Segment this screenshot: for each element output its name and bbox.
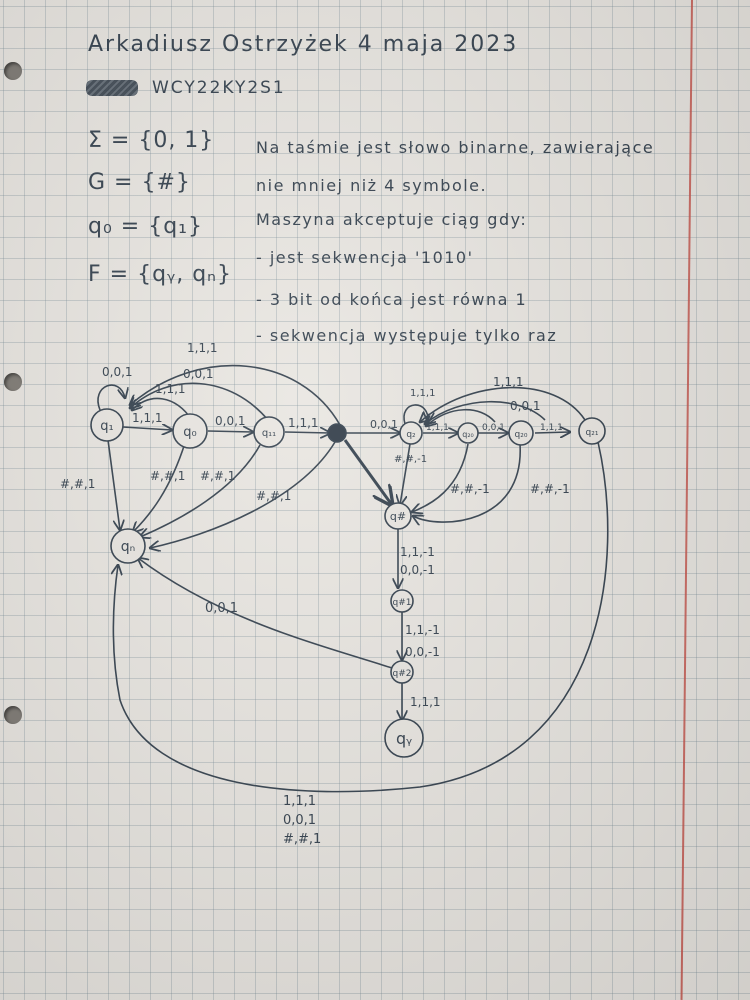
description-line-1: Na taśmie jest słowo binarne, zawierając… [256,138,655,157]
tl-qh2-qy: 1,1,1 [410,695,441,709]
transition-edges [97,364,609,793]
label-qn: qₙ [121,539,135,555]
state-qhash [384,502,412,530]
tl-q1-q0: 1,1,1 [132,411,163,425]
edge-q1-qn [107,439,120,530]
label-q1: q₁ [100,419,113,434]
state-names: q₁ q₀ q₁₁ q₂ q₂₀ q₂₀ q₂₁ q# q#1 q#2 qᵧ q… [100,419,599,748]
tl-qh-qh1-b: 0,0,-1 [400,563,435,577]
edge-q11-dark [284,432,330,433]
gamma-definition: G = {#} [88,170,191,195]
condition-3: - sekwencja występuje tylko raz [256,326,558,345]
edge-q1-loop [97,384,125,411]
tl-dark-qh: #,#,-1 [394,454,427,465]
tl-top2: 0,0,1 [183,367,214,381]
edge-q2a-q2 [426,408,496,426]
punch-hole-bottom [4,706,22,724]
edge-dark-qh [343,439,392,505]
state-q20 [457,422,479,444]
tl-top-back2: 0,0,1 [510,399,541,413]
state-qhash1 [390,589,414,613]
edge-q20-qh [412,443,469,512]
tl-q2-qh: #,#,-1 [450,482,490,496]
label-qhash1: q#1 [393,598,412,608]
label-q2: q₂ [406,430,416,440]
tl-q11-qn-b: #,#,1 [256,489,291,503]
tl-q2-loop: 1,1,1 [410,388,435,399]
label-qy: qᵧ [396,729,412,748]
edge-dark-qn [150,441,336,548]
edge-q2c-q2 [420,386,586,422]
edge-q0-q11 [207,431,253,432]
edge-q2a-q2b [534,432,570,433]
tl-qh1-qh2-a: 1,1,-1 [405,623,440,637]
state-q2c [578,417,606,445]
label-q2c: q₂₁ [586,428,599,438]
edge-q2-loop [403,404,428,425]
edge-q0-qn [133,442,186,532]
edge-qh2-qn [138,558,393,669]
tl-top-back1: 1,1,1 [493,375,524,389]
sigma-definition: Σ = {0, 1} [88,128,215,153]
edge-q2c-qn [113,441,609,793]
tl-big-loop-a: 1,1,1 [283,794,316,809]
tl-qh-qh1-a: 1,1,-1 [400,545,435,559]
state-circles [90,408,606,758]
edge-q2b-q2 [425,400,546,424]
scribbled-out-text [86,80,138,96]
edge-q2-qh [400,443,411,505]
tl-q1-qn: #,#,1 [60,477,95,491]
edge-q1-q0 [122,427,172,430]
group-code: WCY22KY2S1 [152,78,286,98]
label-q20: q₂₀ [462,430,474,439]
label-q0: q₀ [183,425,196,440]
tl-q0-qn: #,#,1 [150,469,185,483]
condition-2: - 3 bit od końca jest równa 1 [256,290,528,309]
tl-qh1-qh2-b: 0,0,-1 [405,645,440,659]
tl-big-loop-b: 0,0,1 [283,813,316,828]
state-q2a [508,420,534,446]
edge-q11-qn-a [140,444,261,537]
tl-qh2-qn: 0,0,1 [205,601,238,616]
state-qhash2 [390,660,414,684]
tl-top1: 1,1,1 [187,341,218,355]
tl-q1-loop: 0,0,1 [102,365,133,379]
state-q11 [253,416,285,448]
tl-q2-right2: 0,0,1 [482,423,505,433]
transition-labels: 0,0,1 1,1,1 0,0,1 1,1,1 1,1,1 0,0,1 1,1,… [60,341,570,847]
description-line-2: nie mniej niż 4 symbole. [256,176,488,195]
edge-dark-q1 [130,364,341,426]
state-qn [110,528,146,564]
edge-q11-q1 [130,382,269,421]
tl-top3: 1,1,1 [155,382,186,396]
description-line-3: Maszyna akceptuje ciąg gdy: [256,210,528,229]
state-dark [327,423,347,443]
label-q2a: q₂₀ [515,430,528,440]
initial-state-definition: q₀ = {q₁} [88,214,203,239]
edge-q2a-qh [413,443,521,522]
tl-q2-right3: 1,1,1 [540,423,563,433]
label-qhash2: q#2 [393,669,412,679]
author-date: Arkadiusz Ostrzyżek 4 maja 2023 [88,32,519,57]
tl-dark-q2: 0,0,1 [370,418,398,431]
label-q11: q₁₁ [262,428,276,439]
tl-q11-dark: 1,1,1 [288,416,319,430]
label-qhash: q# [390,510,406,523]
state-q1 [90,408,124,442]
punch-hole-middle [4,373,22,391]
state-q0 [172,413,208,449]
tl-q11-qn-a: #,#,1 [200,469,235,483]
tl-far-qh: #,#,-1 [530,482,570,496]
state-qy [384,718,424,758]
tl-q2-right1: 1,1,1 [426,423,449,433]
condition-1: - jest sekwencja '1010' [256,248,474,267]
final-states-definition: F = {qᵧ, qₙ} [88,262,232,287]
tl-big-loop-c: #,#,1 [283,832,321,847]
state-q2 [399,421,423,445]
tl-q0-q11: 0,0,1 [215,414,246,428]
punch-hole-top [4,62,22,80]
